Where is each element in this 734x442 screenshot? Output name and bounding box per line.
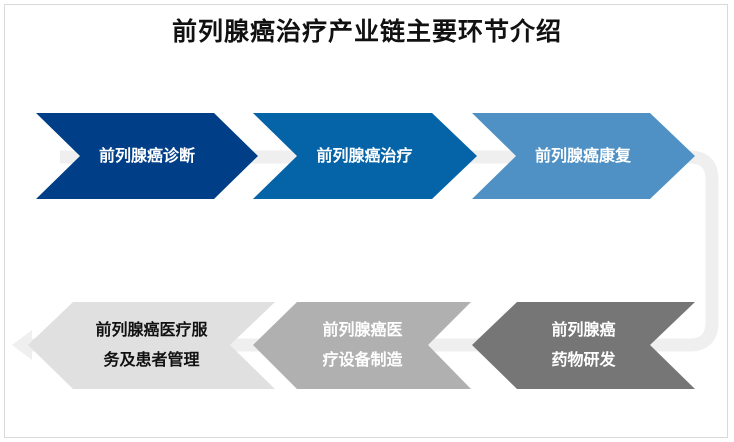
chevron-step-4 (472, 302, 695, 389)
step-1-label: 前列腺癌诊断 (80, 141, 214, 171)
step-6-line1: 前列腺癌医疗服 (95, 320, 208, 339)
step-2-line1: 前列腺癌治疗 (316, 146, 413, 165)
step-6-label: 前列腺癌医疗服务及患者管理 (73, 315, 230, 375)
diagram-title: 前列腺癌治疗产业链主要环节介绍 (171, 17, 562, 46)
chevron-step-5 (253, 302, 471, 389)
step-3-line1: 前列腺癌康复 (534, 146, 631, 165)
step-4-line2: 药物研发 (551, 350, 616, 369)
step-2-label: 前列腺癌治疗 (297, 141, 432, 171)
step-3-label: 前列腺癌康复 (516, 141, 650, 171)
chevron-step-2 (253, 113, 477, 199)
frame-border (4, 4, 728, 438)
chevron-step-3 (472, 113, 695, 199)
step-5-line1: 前列腺癌医 (322, 320, 403, 339)
step-6-line2: 务及患者管理 (103, 350, 200, 369)
flow-background-arrowhead (12, 330, 32, 360)
chevron-step-6 (28, 302, 275, 389)
step-1-line1: 前列腺癌诊断 (98, 146, 195, 165)
step-5-label: 前列腺癌医疗设备制造 (297, 315, 428, 375)
flow-background-arrow (25, 150, 719, 352)
chevron-step-1 (36, 113, 258, 199)
step-4-line1: 前列腺癌 (551, 320, 616, 339)
step-4-label: 前列腺癌药物研发 (517, 315, 650, 375)
step-5-line2: 疗设备制造 (322, 350, 403, 369)
